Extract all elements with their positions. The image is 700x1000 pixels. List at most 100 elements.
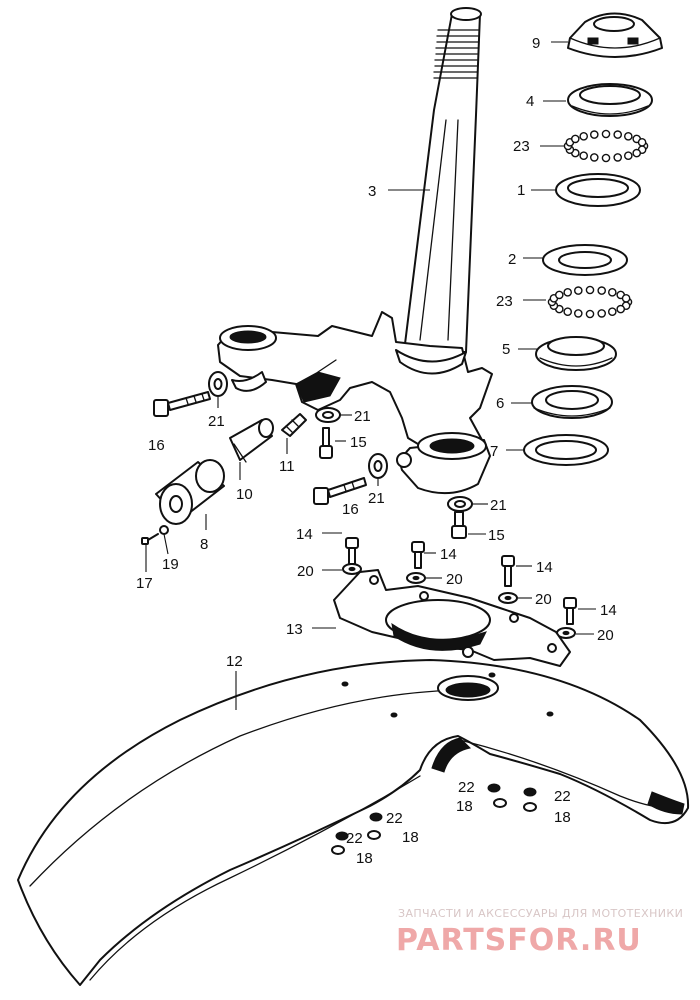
washer-18-d bbox=[331, 845, 345, 855]
bolt-16-upper bbox=[153, 391, 211, 417]
steel-ball bbox=[608, 287, 617, 297]
washer-20-a bbox=[342, 563, 362, 575]
bolt-14-a bbox=[345, 537, 359, 565]
label-4: 4 bbox=[526, 93, 534, 110]
label-21-d: 21 bbox=[490, 497, 507, 514]
label-18-d: 18 bbox=[356, 850, 373, 867]
steel-ball bbox=[613, 130, 623, 139]
washer-19 bbox=[159, 525, 169, 535]
washer-20-c bbox=[498, 592, 518, 604]
label-22-b: 22 bbox=[554, 788, 571, 805]
fork-bottom-bridge bbox=[217, 311, 493, 495]
steel-ball bbox=[601, 153, 611, 163]
steel-ball bbox=[601, 129, 611, 139]
label-14-c: 14 bbox=[536, 559, 553, 576]
washer-20-b bbox=[406, 572, 426, 584]
label-21-b: 21 bbox=[354, 408, 371, 425]
steel-ball bbox=[579, 151, 589, 160]
label-15-b: 15 bbox=[488, 527, 505, 544]
bolt-15-upper bbox=[319, 427, 333, 459]
label-15-a: 15 bbox=[350, 434, 367, 451]
label-18-b: 18 bbox=[554, 809, 571, 826]
top-cone-race bbox=[567, 83, 653, 117]
steel-ball bbox=[608, 307, 617, 317]
nut-22-a bbox=[487, 783, 501, 793]
bolt-14-d bbox=[563, 597, 577, 625]
nut-22-b bbox=[523, 787, 537, 797]
label-11: 11 bbox=[279, 458, 295, 475]
steering-stem bbox=[403, 7, 482, 353]
steel-ball bbox=[571, 134, 580, 144]
front-fender bbox=[17, 659, 690, 986]
steel-ball bbox=[590, 153, 599, 162]
label-22-d: 22 bbox=[346, 830, 363, 847]
washer-21-right bbox=[368, 453, 388, 479]
steel-ball bbox=[621, 293, 631, 303]
washer-18-c bbox=[367, 830, 381, 840]
nut-22-c bbox=[369, 812, 383, 822]
steel-ball bbox=[590, 130, 599, 139]
steel-ball bbox=[574, 309, 583, 318]
label-23-upper: 23 bbox=[513, 138, 530, 155]
label-6: 6 bbox=[496, 395, 504, 412]
callout-labels: 9 4 23 1 3 2 23 5 6 7 21 21 21 21 16 16 … bbox=[136, 35, 617, 867]
steering-stem-nut bbox=[567, 12, 663, 58]
label-20-d: 20 bbox=[597, 627, 614, 644]
steel-ball bbox=[597, 286, 607, 295]
label-23-lower: 23 bbox=[496, 293, 513, 310]
steel-ball bbox=[616, 304, 626, 314]
watermark-tagline: ЗАПЧАСТИ И АКСЕССУАРЫ ДЛЯ МОТОТЕХНИКИ bbox=[398, 907, 683, 920]
steel-ball bbox=[563, 287, 573, 297]
label-10: 10 bbox=[236, 486, 253, 503]
watermark: ЗАПЧАСТИ И АКСЕССУАРЫ ДЛЯ МОТОТЕХНИКИ PA… bbox=[396, 907, 683, 958]
label-18-a: 18 bbox=[456, 798, 473, 815]
steel-ball bbox=[579, 131, 589, 141]
label-8: 8 bbox=[200, 536, 208, 553]
steel-ball bbox=[555, 290, 564, 300]
upper-steel-balls bbox=[563, 129, 649, 163]
steel-ball bbox=[585, 309, 595, 319]
label-7: 7 bbox=[490, 443, 498, 460]
label-14-b: 14 bbox=[440, 546, 457, 563]
label-1: 1 bbox=[517, 182, 525, 199]
label-19: 19 bbox=[162, 556, 179, 573]
label-2: 2 bbox=[508, 251, 516, 268]
label-21-a: 21 bbox=[208, 413, 225, 430]
screw-17 bbox=[141, 533, 159, 545]
top-ball-race bbox=[555, 173, 641, 207]
label-9: 9 bbox=[532, 35, 540, 52]
bottom-ball-race bbox=[542, 244, 628, 276]
fender-stay bbox=[333, 569, 571, 667]
washer-18-a bbox=[493, 798, 507, 808]
dust-seal bbox=[531, 385, 613, 419]
bolt-14-b bbox=[411, 541, 425, 569]
steel-ball bbox=[574, 286, 583, 295]
label-16-a: 16 bbox=[148, 437, 165, 454]
lower-steel-balls bbox=[547, 285, 633, 319]
steel-ball bbox=[597, 309, 607, 318]
label-22-a: 22 bbox=[458, 779, 475, 796]
steel-ball bbox=[637, 137, 647, 147]
steel-ball bbox=[624, 151, 633, 160]
label-20-a: 20 bbox=[297, 563, 314, 580]
label-13: 13 bbox=[286, 621, 303, 638]
dust-seal-washer bbox=[523, 434, 609, 466]
leader-lines bbox=[145, 41, 596, 710]
label-14-a: 14 bbox=[296, 526, 313, 543]
clamp-collar-10 bbox=[229, 418, 274, 463]
label-3: 3 bbox=[368, 183, 376, 200]
label-18-c: 18 bbox=[402, 829, 419, 846]
label-21-c: 21 bbox=[368, 490, 385, 507]
pinch-bolt-11 bbox=[281, 413, 307, 437]
washer-21-lower bbox=[447, 496, 473, 512]
steel-ball bbox=[632, 148, 642, 158]
label-14-d: 14 bbox=[600, 602, 617, 619]
steel-ball bbox=[624, 131, 633, 141]
label-22-c: 22 bbox=[386, 810, 403, 827]
nut-22-d bbox=[335, 831, 349, 841]
washer-21-mid bbox=[315, 407, 341, 423]
bottom-cone-race bbox=[535, 336, 617, 371]
label-5: 5 bbox=[502, 341, 510, 358]
steel-ball bbox=[563, 307, 573, 317]
